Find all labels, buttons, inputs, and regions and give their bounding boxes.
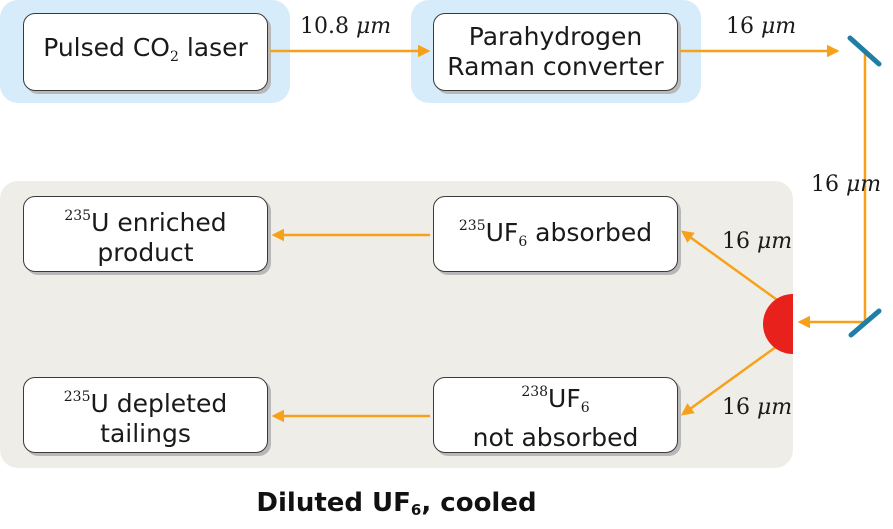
target-to-absorbed-arrow [680, 230, 781, 304]
not-absorbed-isotope: 238 [521, 384, 549, 400]
not-absorbed-sub: 6 [580, 400, 590, 416]
label-10-8-um: 10.8 μm [300, 14, 392, 39]
label-16-um-top: 16 μm [726, 14, 797, 39]
diagram-caption: Diluted UF6, cooled [0, 488, 793, 519]
label-16-um-absorbed: 16 μm [722, 229, 793, 254]
depleted-tailings-box: 235U depleted tailings [23, 377, 268, 453]
upper-mirror [847, 35, 882, 67]
raman-label-line2: Raman converter [447, 52, 664, 81]
not-absorbed-line2: not absorbed [472, 423, 639, 452]
laser-label-pre: Pulsed CO [43, 32, 170, 62]
absorbed-isotope: 235 [458, 218, 486, 234]
pulsed-co2-laser-box: Pulsed CO2 laser [23, 13, 268, 91]
target-to-not-absorbed-arrow [680, 342, 781, 416]
label-16-um-vertical: 16 μm [811, 172, 882, 197]
absorbed-main: UF [485, 218, 519, 247]
absorbed-post: absorbed [527, 218, 653, 247]
raman-label-line1: Parahydrogen [468, 22, 643, 51]
raman-converter-box: Parahydrogen Raman converter [433, 13, 678, 91]
enriched-line2: product [97, 237, 194, 267]
enriched-isotope: 235 [64, 207, 92, 224]
not-absorbed-main: UF [548, 384, 581, 413]
depleted-main: U depleted [90, 388, 228, 418]
caption-pre: Diluted UF [256, 488, 411, 518]
caption-sub: 6 [410, 501, 422, 519]
caption-post: , cooled [421, 488, 537, 518]
depleted-isotope: 235 [63, 388, 91, 405]
uf6-absorbed-box: 235UF6 absorbed [433, 196, 678, 272]
uranium-target-half-disk [763, 294, 793, 354]
depleted-line2: tailings [100, 418, 191, 448]
enriched-main: U enriched [91, 207, 227, 237]
enriched-product-box: 235U enriched product [23, 196, 268, 272]
uf6-not-absorbed-box: 238UF6 not absorbed [433, 377, 678, 453]
lower-mirror [848, 308, 882, 338]
absorbed-sub: 6 [518, 234, 528, 250]
laser-label-post: laser [178, 32, 248, 62]
laser-label-sub: 2 [169, 48, 179, 65]
label-16-um-not-absorbed: 16 μm [722, 395, 793, 420]
